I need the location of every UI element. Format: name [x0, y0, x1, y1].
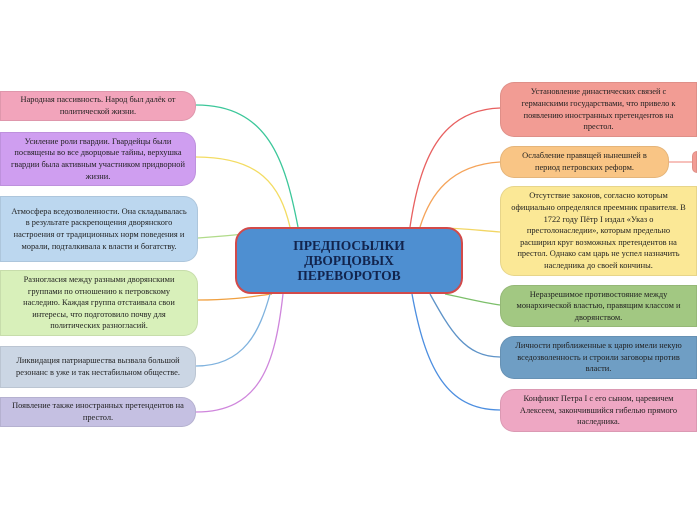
link-right-0	[409, 107, 501, 228]
node-text: Атмосфера вседозволенности. Она складыва…	[11, 206, 187, 251]
link-right-1	[419, 161, 501, 228]
node-weakening[interactable]: Ослабление правящей нынешней в период пе…	[500, 146, 669, 178]
node-no-succession-laws[interactable]: Отсутствие законов, согласно которым офи…	[500, 186, 697, 276]
node-text: Ликвидация патриаршества вызвала большой…	[16, 356, 180, 377]
link-left-5	[195, 293, 284, 413]
node-noble-disagreements[interactable]: Разногласия между разными дворянскими гр…	[0, 270, 198, 336]
node-text: Народная пассивность. Народ был далёк от…	[20, 95, 176, 116]
node-guard-role[interactable]: Усиление роли гвардии. Гвардейцы были по…	[0, 132, 196, 186]
node-partial-offscreen[interactable]	[692, 151, 697, 173]
node-dynastic-ties[interactable]: Установление династических связей с герм…	[500, 82, 697, 137]
node-text: Личности приближенные к царю имели некую…	[515, 341, 682, 374]
node-close-persons[interactable]: Личности приближенные к царю имели некую…	[500, 336, 697, 379]
node-foreign-pretenders[interactable]: Появление также иностранных претендентов…	[0, 397, 196, 427]
link-right-5	[411, 293, 501, 411]
node-text: Ослабление правящей нынешней в период пе…	[522, 151, 647, 172]
link-left-1	[195, 156, 291, 228]
node-text: Отсутствие законов, согласно которым офи…	[511, 191, 686, 270]
link-left-0	[195, 104, 299, 228]
link-left-3	[197, 293, 273, 301]
link-right-4	[429, 293, 501, 358]
link-left-4	[195, 293, 271, 367]
node-text: Установление династических связей с герм…	[521, 87, 676, 132]
node-text: Конфликт Петра I с его сыном, царевичем …	[519, 394, 678, 427]
node-text: Появление также иностранных претендентов…	[12, 401, 184, 422]
node-text: Усиление роли гвардии. Гвардейцы были по…	[11, 136, 185, 181]
central-topic-label: ПРЕДПОСЫЛКИ ДВОРЦОВЫХ ПЕРЕВОРОТОВ	[293, 238, 405, 283]
node-text: Неразрешимое противостояние между монарх…	[516, 289, 681, 322]
node-confrontation[interactable]: Неразрешимое противостояние между монарх…	[500, 285, 697, 327]
link-right-3	[444, 293, 501, 306]
node-permissiveness[interactable]: Атмосфера вседозволенности. Она складыва…	[0, 196, 198, 262]
node-patriarchate-liquidation[interactable]: Ликвидация патриаршества вызвала большой…	[0, 346, 196, 388]
node-popular-passivity[interactable]: Народная пассивность. Народ был далёк от…	[0, 91, 196, 121]
node-text: Разногласия между разными дворянскими гр…	[23, 275, 175, 331]
node-peter-alexei-conflict[interactable]: Конфликт Петра I с его сыном, царевичем …	[500, 389, 697, 432]
central-topic[interactable]: ПРЕДПОСЫЛКИ ДВОРЦОВЫХ ПЕРЕВОРОТОВ	[235, 227, 463, 294]
